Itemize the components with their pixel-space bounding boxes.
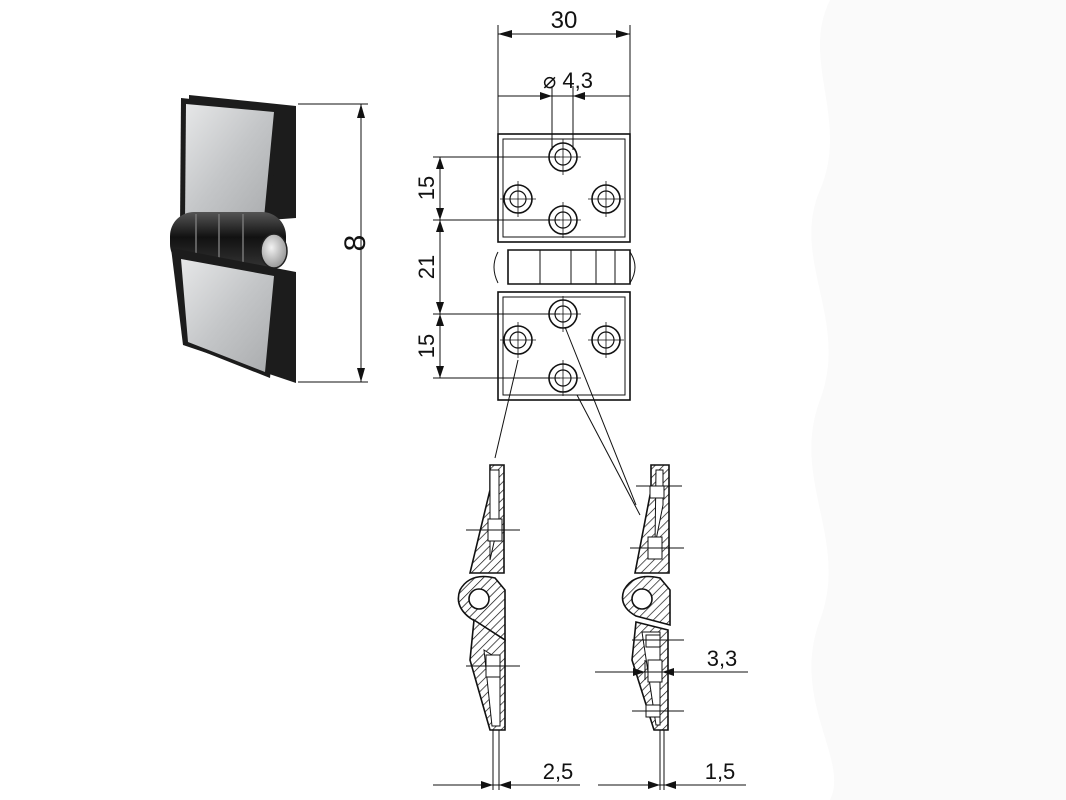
background-wave [811,0,1066,800]
mounting-hole [500,181,536,217]
dim-label-1-5: 1,5 [705,759,736,784]
section-view-right [621,464,684,790]
hinge-front-view [493,133,636,401]
dimension-thickness-2-5: 2,5 [433,759,580,789]
dimension-depth-3-3: 3,3 [595,646,748,676]
front-knuckle [493,249,636,285]
dim-label-3-3: 3,3 [707,646,738,671]
dim-label-2-5: 2,5 [543,759,574,784]
dim-label-diameter: ⌀ 4,3 [543,68,593,93]
mounting-holes [500,139,624,396]
mounting-hole [588,181,624,217]
section-leader-lines [494,326,641,516]
hinge-pin [260,233,288,269]
dimension-width-30: 30 [497,7,631,134]
dimension-height-8: 8 [298,103,372,383]
dim-label-21: 21 [414,255,439,279]
section-view-left [457,464,520,790]
dimension-hole-diameter: ⌀ 4,3 [498,68,630,150]
mounting-hole [500,322,536,358]
mounting-hole [588,322,624,358]
bottom-plate-outline [497,291,631,401]
dim-label-8: 8 [339,235,372,252]
dim-label-15-top: 15 [414,176,439,200]
dimension-vertical-chain: 15 21 15 [414,156,560,379]
dim-label-15-bottom: 15 [414,334,439,358]
dimension-thickness-1-5: 1,5 [598,759,746,789]
top-plate-outline [497,133,631,243]
dim-label-30: 30 [551,7,578,34]
hinge-3d-view [170,95,296,383]
